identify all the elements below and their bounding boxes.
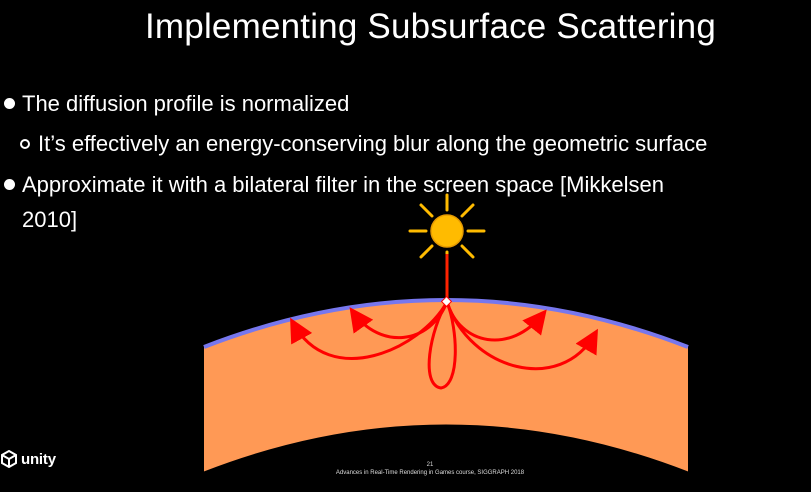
- bullet-1-text: The diffusion profile is normalized: [22, 91, 350, 116]
- bullet-3-continuation: 2010]: [22, 207, 78, 232]
- unity-logo-icon: [1, 450, 17, 468]
- logo-text: unity: [21, 450, 56, 468]
- bullet-dot-icon: [4, 98, 15, 109]
- slide-title: Implementing Subsurface Scattering: [145, 7, 716, 46]
- skin-bottom-edge: [203, 424, 689, 473]
- bullet-dot-icon: [4, 179, 15, 190]
- entry-point: [440, 295, 453, 308]
- bullet-3-text: Approximate it with a bilateral filter i…: [22, 172, 664, 197]
- unity-logo: unity: [1, 448, 56, 470]
- bullet-1: The diffusion profile is normalized: [4, 89, 349, 119]
- sun-icon: [408, 193, 486, 268]
- bullet-2: It’s effectively an energy-conserving bl…: [20, 129, 707, 159]
- bullet-2-text: It’s effectively an energy-conserving bl…: [38, 131, 708, 156]
- bullet-3: Approximate it with a bilateral filter i…: [4, 170, 664, 200]
- page-number: 21: [426, 462, 434, 468]
- footer-text: Advances in Real-Time Rendering in Games…: [335, 470, 525, 476]
- scatter-paths: [290, 300, 598, 390]
- bullet-ring-icon: [20, 139, 30, 149]
